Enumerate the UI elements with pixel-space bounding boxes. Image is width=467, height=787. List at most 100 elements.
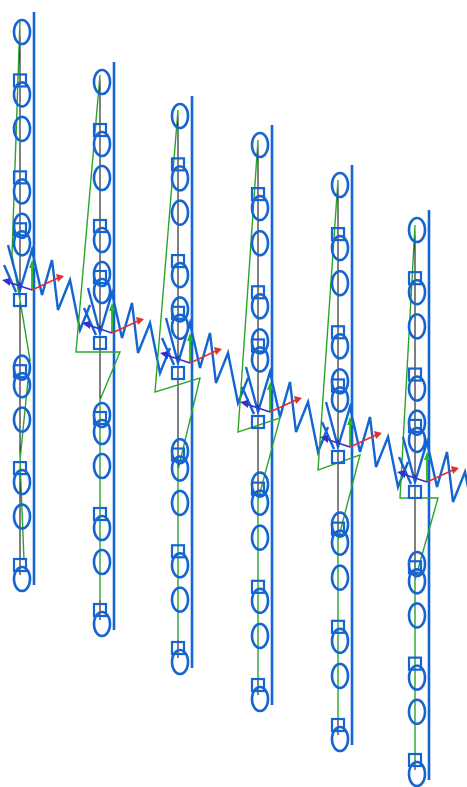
axis-z-arrow [325,438,351,448]
support-clamp-ellipse [250,346,270,373]
axis-y-head [187,333,193,341]
axis-z-arrow [7,281,33,291]
axis-z-head [397,470,405,478]
spring-zigzag [6,244,92,335]
support-guide-square [330,378,346,393]
axis-z-arrow [245,403,271,413]
axis-x-arrow [31,277,59,291]
support-clamp-ellipse [330,662,350,690]
support-guide-square [92,218,108,234]
support-clamp-ellipse [12,468,32,496]
support-clamp-ellipse [12,178,32,205]
support-clamp-ellipse [92,164,112,192]
axis-z-head [320,435,328,443]
support-clamp-ellipse [330,529,350,556]
axis-z-arrow [165,354,191,364]
support-clamp-ellipse [330,171,350,199]
support-guide-square [250,186,266,202]
support-clamp-ellipse [12,565,32,593]
support-clamp-ellipse [12,406,32,433]
support-clamp-ellipse [92,418,112,446]
support-clamp-ellipse [92,130,112,158]
support-guide-square [170,447,186,462]
support-clamp-ellipse [250,489,270,516]
support-clamp-ellipse [12,115,32,143]
support-clamp-ellipse [170,455,190,482]
axis-x-head [294,396,302,404]
support-clamp-ellipse [170,586,190,613]
support-guide-square [330,717,346,733]
support-clamp-ellipse [170,261,190,289]
support-clamp-ellipse [407,567,427,595]
support-clamp-ellipse [92,610,112,638]
support-clamp-ellipse [330,725,350,753]
support-clamp-ellipse [250,131,270,159]
axis-x-arrow [189,350,217,364]
support-guide-square [12,364,28,379]
support-clamp-ellipse [407,216,427,244]
column-2 [75,62,172,638]
support-clamp-ellipse [407,375,427,402]
support-clamp-ellipse [407,664,427,691]
support-clamp-ellipse [330,269,350,297]
support-clamp-ellipse [12,81,32,108]
support-clamp-ellipse [250,524,270,552]
support-clamp-ellipse [92,68,112,96]
support-clamp-ellipse [250,229,270,257]
support-guide-square [12,73,28,88]
axis-y-head [29,260,35,268]
support-clamp-ellipse [330,386,350,413]
spring-zigzag [401,436,467,503]
support-guide-square [330,521,346,536]
axis-z-arrow [402,473,428,483]
support-guide-square [170,544,186,559]
support-clamp-ellipse [170,199,190,227]
axis-y-head [109,303,115,311]
axis-x-head [451,466,459,474]
support-clamp-ellipse [170,102,190,130]
support-clamp-ellipse [407,760,427,787]
support-clamp-ellipse [330,627,350,655]
axis-z-head [240,400,248,408]
support-guide-square [92,506,108,522]
axis-x-arrow [269,399,297,413]
support-clamp-ellipse [12,18,32,46]
connector-line [11,19,31,561]
axis-x-head [136,317,144,325]
support-clamp-ellipse [170,648,190,676]
axis-y-head [267,382,273,390]
support-guide-square [250,285,266,300]
support-clamp-ellipse [330,332,350,360]
support-guide-square [12,170,28,185]
spring-zigzag [164,317,250,408]
support-clamp-ellipse [12,371,32,399]
support-clamp-ellipse [330,564,350,592]
column-4 [237,125,330,713]
support-clamp-ellipse [92,452,112,480]
support-guide-square [250,338,266,353]
column-1 [2,12,92,593]
support-guide-square [407,367,423,382]
support-guide-square [12,557,28,573]
axis-x-arrow [426,469,454,483]
support-guide-square [92,410,108,426]
support-guide-square [250,579,266,594]
axis-z-arrow [87,324,113,334]
spring-zigzag [244,366,330,457]
support-clamp-ellipse [92,514,112,542]
support-clamp-ellipse [250,622,270,650]
support-guide-square [407,271,423,286]
support-guide-square [170,640,186,656]
connector-line [237,139,282,680]
support-clamp-ellipse [407,602,427,629]
support-guide-square [92,269,108,285]
support-clamp-ellipse [330,234,350,262]
axis-z-head [2,278,10,286]
connector-line [75,74,122,600]
support-guide-square [170,305,186,320]
column-3 [154,96,250,676]
support-guide-square [12,222,28,237]
support-guide-square [92,602,108,618]
